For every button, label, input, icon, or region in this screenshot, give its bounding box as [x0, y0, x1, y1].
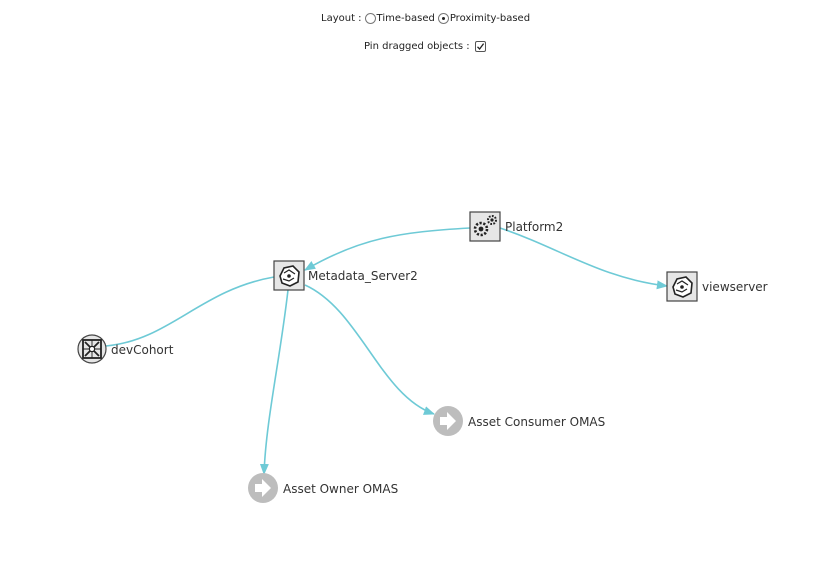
node-metadata-server2[interactable]: Metadata_Server2 [273, 260, 418, 291]
service-arrow-icon [440, 412, 456, 430]
pin-dragged-label: Pin dragged objects : [364, 40, 470, 52]
pin-dragged-row: Pin dragged objects : [364, 39, 486, 53]
edge-platform2-viewserver [499, 227, 669, 290]
layout-option-time-based[interactable]: Time-based [362, 12, 435, 24]
time-based-radio[interactable] [364, 12, 376, 24]
server-icon [672, 276, 693, 298]
cohort-icon [82, 339, 102, 359]
pin-dragged-checkbox[interactable] [474, 40, 486, 52]
edge-metadata-server2-asset-consumer-omas [304, 284, 436, 415]
graph-edges [105, 227, 669, 476]
node-platform2[interactable]: Platform2 [469, 211, 563, 242]
time-based-label[interactable]: Time-based [376, 12, 435, 24]
layout-option-proximity-based[interactable]: Proximity-based [435, 12, 531, 24]
edge-metadata-server2-devcohort [105, 276, 275, 347]
node-asset-owner-omas[interactable]: Asset Owner OMAS [248, 473, 398, 503]
edge-metadata-server2-asset-owner-omas [259, 289, 289, 476]
node-label-platform2: Platform2 [505, 220, 563, 234]
checkmark-icon [476, 42, 484, 50]
service-arrow-icon [255, 479, 271, 497]
node-label-asset-consumer-omas: Asset Consumer OMAS [468, 415, 605, 429]
layout-label: Layout : [321, 12, 362, 24]
controls-panel: Layout : Time-based Proximity-based Pin … [0, 0, 817, 60]
platform-gears-icon [473, 215, 497, 237]
node-label-devcohort: devCohort [111, 343, 174, 357]
node-label-viewserver: viewserver [702, 280, 768, 294]
edge-platform2-metadata-server2 [304, 227, 471, 271]
node-label-asset-owner-omas: Asset Owner OMAS [283, 482, 398, 496]
node-asset-consumer-omas[interactable]: Asset Consumer OMAS [433, 406, 605, 436]
node-label-metadata-server2: Metadata_Server2 [308, 269, 418, 283]
proximity-based-radio[interactable] [437, 12, 449, 24]
server-icon [279, 265, 300, 287]
node-devcohort[interactable]: devCohort [77, 334, 174, 364]
proximity-based-label[interactable]: Proximity-based [449, 12, 531, 24]
layout-selector: Layout : Time-based Proximity-based [321, 11, 530, 25]
node-viewserver[interactable]: viewserver [666, 271, 768, 302]
